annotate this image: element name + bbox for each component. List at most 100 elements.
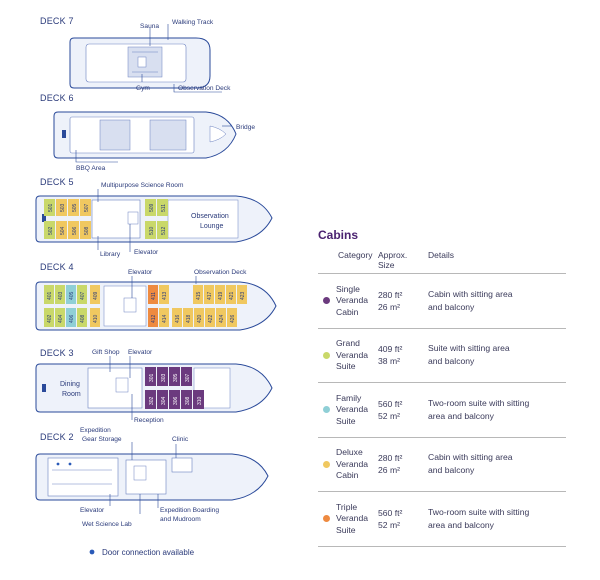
category-color-dot	[323, 406, 330, 414]
cabin-506: 506	[72, 226, 78, 235]
cabin-303: 303	[161, 373, 167, 382]
cabin-424: 424	[219, 314, 225, 323]
cabin-306: 306	[173, 396, 179, 405]
cabin-304: 304	[161, 396, 167, 405]
cabin-420: 420	[197, 314, 203, 323]
deck4-cabins: 401 403 405 407 409 411 413 415 417 419 …	[44, 285, 247, 327]
cabin-505: 505	[72, 203, 78, 212]
gear-storage-label-1: Expedition	[80, 427, 111, 434]
cabin-403: 403	[58, 291, 64, 300]
deck3-title: DECK 3	[40, 348, 74, 358]
cabin-404: 404	[58, 314, 64, 323]
cabin-503: 503	[60, 203, 66, 212]
cabin-305: 305	[173, 373, 179, 382]
wet-science-lab-label: Wet Science Lab	[82, 521, 132, 528]
library-label: Library	[100, 251, 121, 258]
elevator-label-d3: Elevator	[128, 349, 153, 356]
cabin-413: 413	[162, 291, 168, 300]
cabin-406: 406	[69, 314, 75, 323]
cabin-419: 419	[218, 291, 224, 300]
cabin-412: 412	[151, 314, 157, 323]
gear-storage-label-2: Gear Storage	[82, 436, 122, 443]
cabin-417: 417	[207, 291, 213, 300]
cabins-header-row: Category Approx. Size Details	[318, 250, 566, 274]
observation-lounge-label-1: Observation	[191, 213, 229, 220]
cabin-405: 405	[69, 291, 75, 300]
cabin-502: 502	[48, 226, 54, 235]
cabin-512: 512	[161, 226, 167, 235]
cabin-507: 507	[84, 203, 90, 212]
cabin-310: 310	[197, 396, 203, 405]
category-color-dot	[323, 460, 330, 468]
deck5-cabins: 501 503 505 507 502 504 506 508 509 511 …	[44, 199, 168, 239]
bbq-area-label: BBQ Area	[76, 165, 106, 172]
gift-shop-label: Gift Shop	[92, 349, 120, 356]
header-details: Details	[428, 250, 454, 260]
deck4-title: DECK 4	[40, 262, 74, 272]
header-size-line-2: Size	[378, 260, 395, 270]
category-color-dot	[323, 351, 330, 359]
dining-room-label-1: Dining	[60, 381, 80, 388]
cabin-422: 422	[208, 314, 214, 323]
door-connection-label: Door connection available	[102, 548, 195, 557]
cabin-414: 414	[162, 314, 168, 323]
deck6-title: DECK 6	[40, 93, 74, 103]
deck7-title: DECK 7	[40, 16, 74, 26]
elevator-label-d2: Elevator	[80, 507, 105, 514]
walking-track-label: Walking Track	[172, 19, 214, 26]
sauna-label: Sauna	[140, 23, 159, 30]
cabin-508: 508	[84, 226, 90, 235]
cabin-510: 510	[149, 226, 155, 235]
deck7-ship	[69, 37, 211, 89]
reception-label: Reception	[134, 417, 164, 424]
deck5-ship	[35, 195, 273, 243]
cabins-table: Cabins Category Approx. Size Details Sin…	[318, 228, 566, 547]
deck3-ship	[35, 363, 273, 413]
deck2-title: DECK 2	[40, 432, 74, 442]
cabin-416: 416	[175, 314, 181, 323]
cabin-401: 401	[47, 291, 53, 300]
cabin-415: 415	[196, 291, 202, 300]
cabin-418: 418	[186, 314, 192, 323]
cabin-307: 307	[185, 373, 191, 382]
header-size: Approx. Size	[378, 250, 428, 270]
deck6-ship	[53, 111, 237, 159]
door-connection-dot	[89, 549, 95, 555]
cabin-302: 302	[149, 396, 155, 405]
observation-deck-label-d4: Observation Deck	[194, 269, 247, 276]
cabin-509: 509	[149, 203, 155, 212]
cabin-409: 409	[93, 291, 99, 300]
cabin-407: 407	[80, 291, 86, 300]
cabin-423: 423	[240, 291, 246, 300]
boarding-label-2: and Mudroom	[160, 516, 201, 523]
observation-lounge-label-2: Lounge	[200, 223, 223, 230]
elevator-label-d5: Elevator	[134, 249, 159, 256]
header-size-line-1: Approx.	[378, 250, 408, 260]
category-color-dot	[323, 515, 330, 523]
cabin-408: 408	[80, 314, 86, 323]
dining-room-label-2: Room	[62, 391, 81, 398]
category-color-dot	[323, 297, 330, 305]
cabin-402: 402	[47, 314, 53, 323]
cabin-411: 411	[151, 292, 157, 300]
bridge-label: Bridge	[236, 124, 255, 131]
observation-deck-label-d7: Observation Deck	[178, 85, 231, 92]
clinic-label: Clinic	[172, 436, 189, 443]
elevator-label-d4: Elevator	[128, 269, 153, 276]
cabin-421: 421	[229, 291, 235, 300]
